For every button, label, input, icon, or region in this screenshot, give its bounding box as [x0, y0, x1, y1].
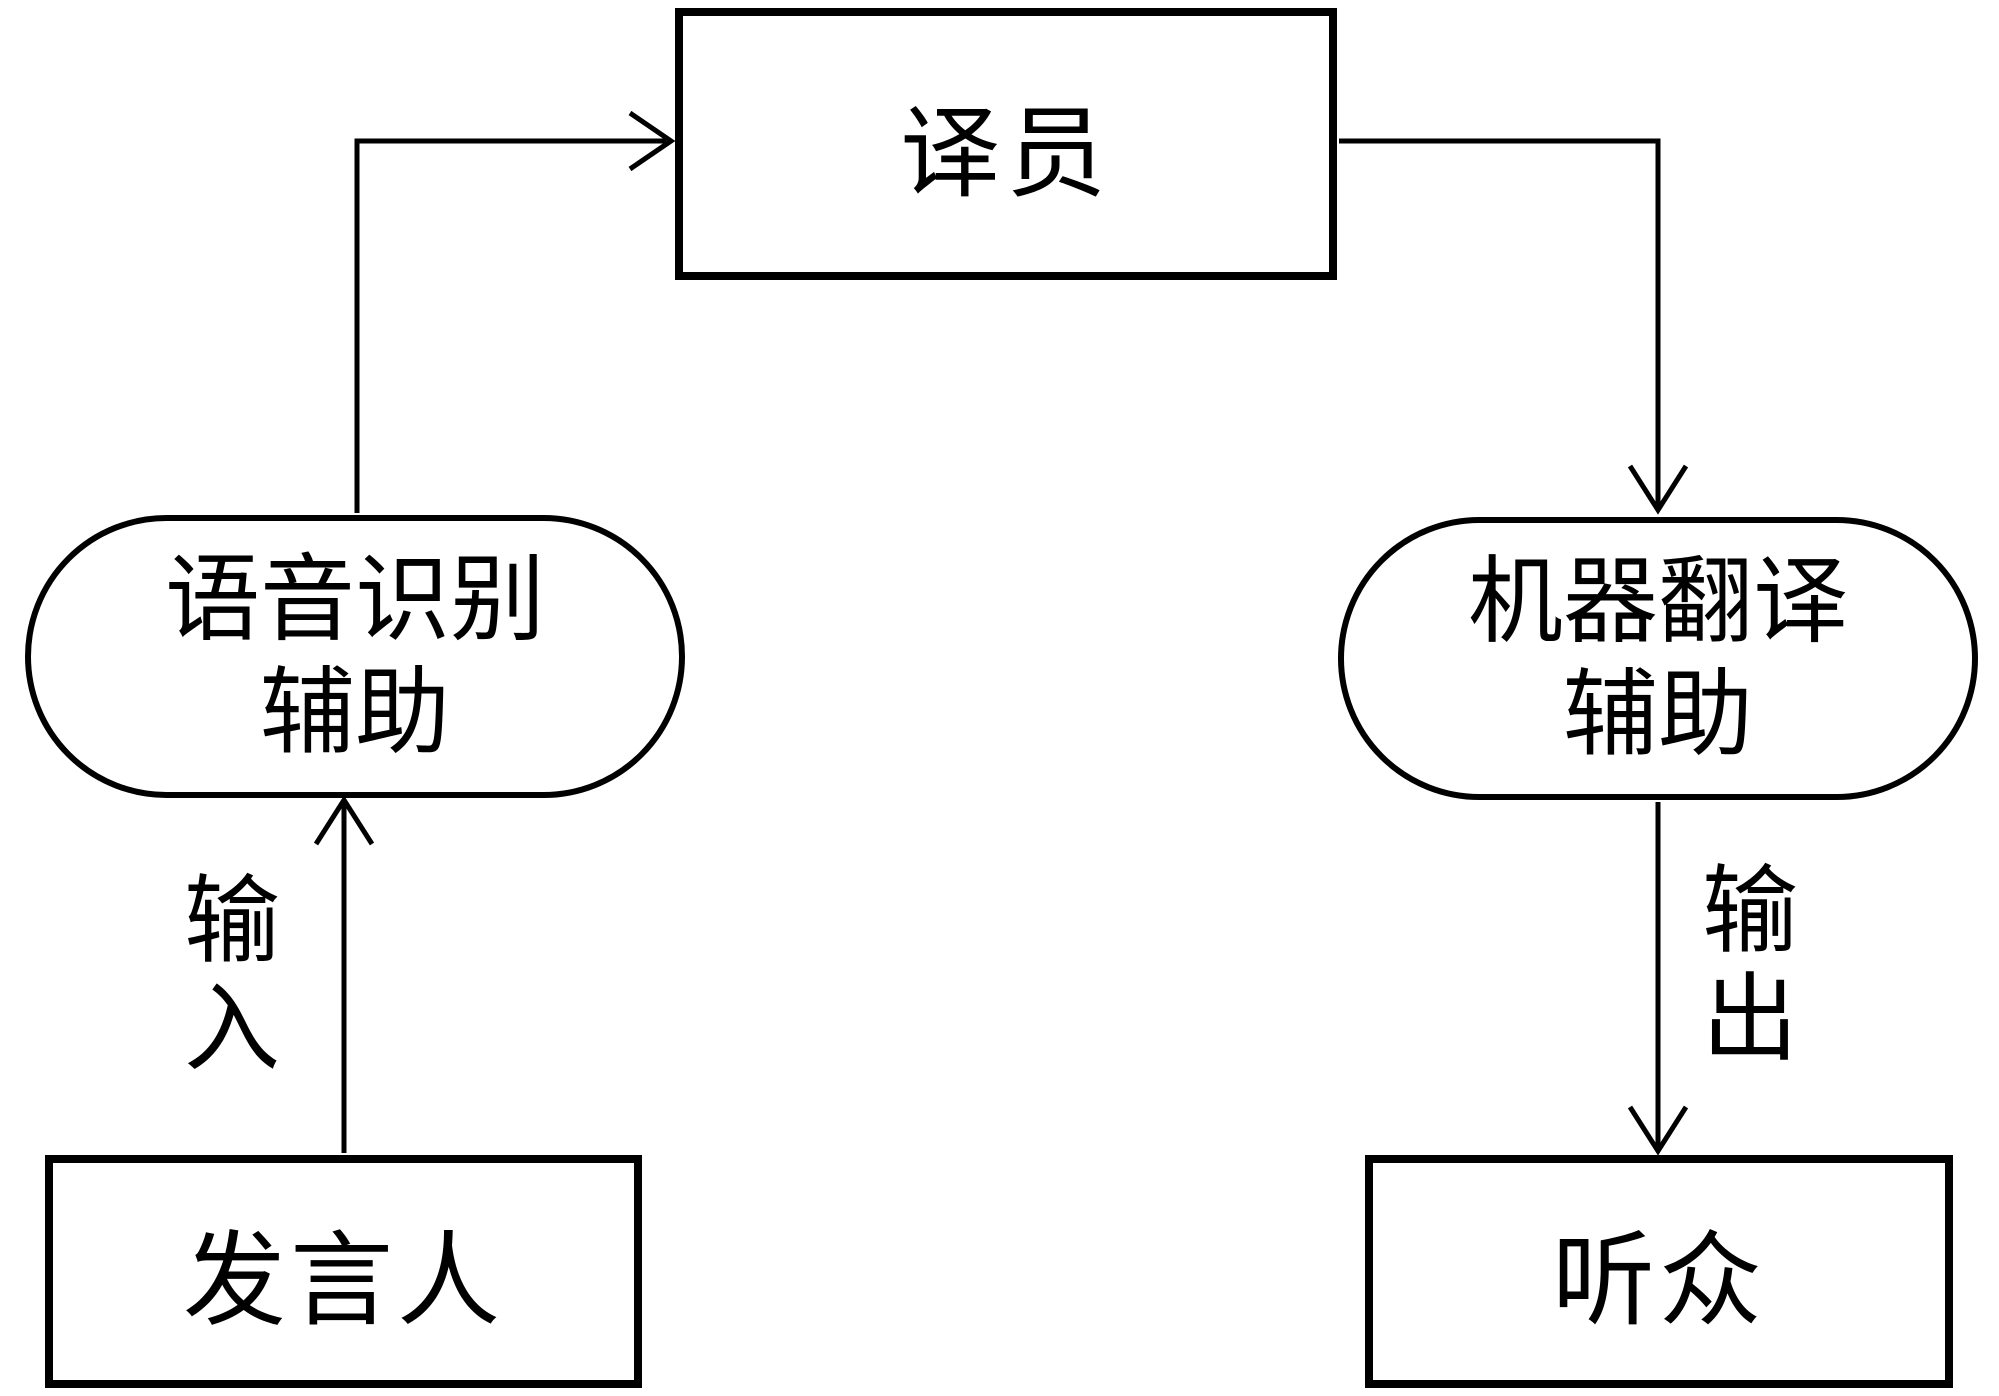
edge-label-input: 输入: [184, 865, 280, 1085]
node-speech-recognition-assist: 语音识别 辅助: [25, 515, 685, 798]
edge-interpreter-to-machine: [1339, 138, 1661, 506]
node-machine-label-line2: 辅助: [1562, 659, 1753, 770]
edge-label-output: 输出: [1702, 855, 1798, 1075]
arrowhead-down-icon: [1627, 464, 1689, 515]
node-speech-label-line1: 语音识别: [164, 545, 545, 656]
node-audience-label: 听众: [1552, 1221, 1766, 1341]
arrowhead-right-icon: [628, 110, 676, 172]
edge-speech-to-interpreter: [354, 138, 666, 513]
node-machine-label-line1: 机器翻译: [1467, 547, 1848, 658]
arrowhead-down2-icon: [1627, 1105, 1689, 1156]
arrowhead-up-icon: [313, 795, 375, 846]
node-interpreter-label: 译员: [900, 94, 1112, 212]
node-speaker: 发言人: [45, 1155, 642, 1388]
node-audience: 听众: [1365, 1155, 1953, 1388]
node-speech-label-line2: 辅助: [259, 657, 450, 768]
node-speaker-label: 发言人: [183, 1221, 504, 1341]
node-machine-translation-assist: 机器翻译 辅助: [1338, 517, 1978, 800]
node-interpreter: 译员: [675, 8, 1337, 280]
